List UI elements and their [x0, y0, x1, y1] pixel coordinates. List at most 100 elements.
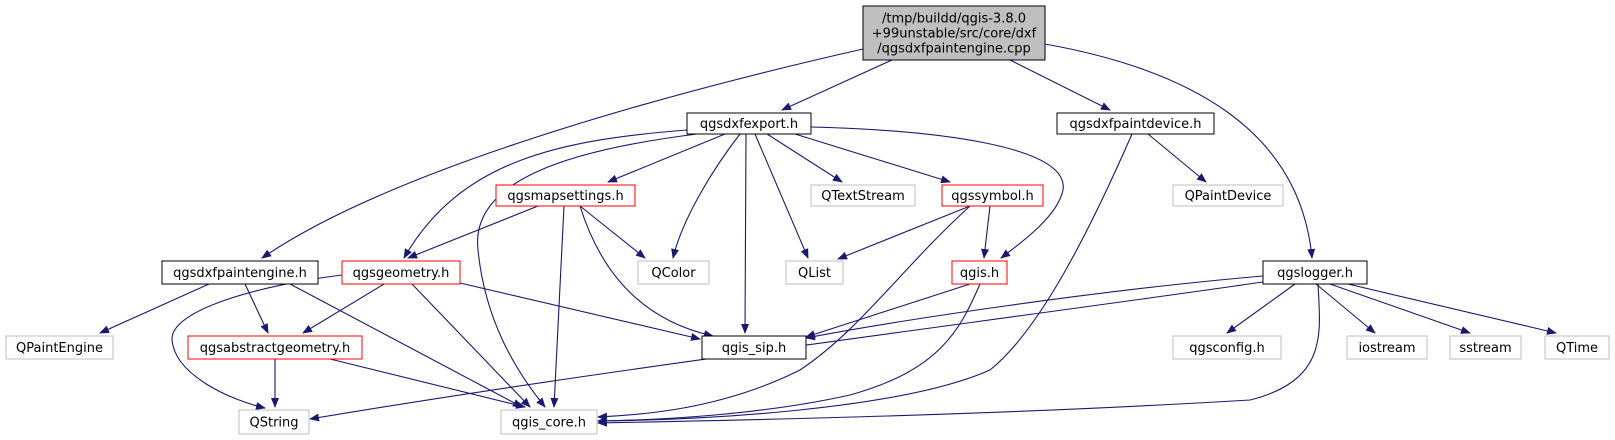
- node-mapsettings[interactable]: qgsmapsettings.h: [495, 184, 636, 207]
- node-label-qtextstream: QTextStream: [821, 189, 905, 204]
- edge-logger-to-qgiscore: [597, 283, 1320, 427]
- node-label-dxfpaintengine: qgsdxfpaintengine.h: [173, 266, 307, 281]
- edge-geometry-to-qstring: [171, 274, 343, 410]
- node-label-qpaintdevice: QPaintDevice: [1185, 189, 1272, 204]
- node-dxfpaintengine[interactable]: qgsdxfpaintengine.h: [161, 260, 319, 285]
- node-box-root: [862, 5, 1046, 61]
- node-label-root: /tmp/buildd/qgis-3.8.0+99unstable/src/co…: [872, 12, 1037, 57]
- node-label-abstractgeometry: qgsabstractgeometry.h: [200, 341, 350, 356]
- node-qgiscore: qgis_core.h: [500, 409, 598, 435]
- node-label-sstream: sstream: [1459, 341, 1511, 356]
- edge-symbol-to-qgiscore: [597, 205, 971, 421]
- edge-abstractgeometry-to-qgiscore: [329, 358, 526, 409]
- node-box-logger: [1262, 260, 1368, 285]
- node-label-symbol: qgssymbol.h: [951, 189, 1034, 204]
- edge-dxfexport-to-qlist: [754, 133, 809, 259]
- node-box-qgissip: [701, 335, 807, 360]
- edge-root-to-dxfpaintdevice: [1009, 59, 1111, 111]
- edge-logger-to-qtime: [1347, 283, 1557, 335]
- edge-dxfpaintdevice-to-qgiscore: [597, 133, 1133, 425]
- edge-dxfexport-to-qgiscore: [477, 133, 698, 408]
- edge-geometry-to-qgiscore: [411, 283, 531, 408]
- edge-logger-to-qgissip: [805, 275, 1264, 341]
- edges-layer: [99, 43, 1557, 427]
- node-box-qgis: [951, 260, 1008, 285]
- node-root[interactable]: /tmp/buildd/qgis-3.8.0+99unstable/src/co…: [862, 5, 1046, 61]
- node-dxfexport[interactable]: qgsdxfexport.h: [686, 112, 812, 135]
- node-label-qpaintengine: QPaintEngine: [16, 341, 103, 356]
- node-label-dxfpaintdevice: qgsdxfpaintdevice.h: [1069, 117, 1201, 132]
- edge-dxfexport-to-qgis: [810, 126, 1064, 259]
- edge-dxfpaintdevice-to-qpaintdevice: [1147, 133, 1207, 183]
- nodes-layer: /tmp/buildd/qgis-3.8.0+99unstable/src/co…: [5, 5, 1610, 435]
- node-sstream: sstream: [1449, 335, 1522, 360]
- edge-dxfexport-to-geometry: [403, 129, 688, 259]
- node-box-mapsettings: [495, 184, 636, 207]
- edge-qgis-to-qgiscore: [597, 283, 981, 425]
- node-label-qlist: QList: [798, 266, 831, 281]
- node-box-qpaintengine: [5, 335, 114, 360]
- node-qcolor: QColor: [637, 260, 710, 285]
- node-abstractgeometry[interactable]: qgsabstractgeometry.h: [187, 335, 363, 360]
- edge-root-to-dxfexport: [781, 59, 893, 111]
- edge-dxfexport-to-qcolor: [671, 133, 741, 259]
- node-qtime: QTime: [1544, 335, 1610, 360]
- node-box-qlist: [785, 260, 844, 285]
- node-qgsconfig: qgsconfig.h: [1172, 335, 1282, 360]
- edge-root-to-dxfpaintengine: [261, 48, 864, 259]
- node-label-qtime: QTime: [1556, 341, 1598, 356]
- node-geometry[interactable]: qgsgeometry.h: [341, 260, 461, 285]
- edge-mapsettings-to-geometry: [407, 205, 539, 259]
- node-qtextstream: QTextStream: [810, 184, 916, 207]
- node-box-geometry: [341, 260, 461, 285]
- node-iostream: iostream: [1346, 335, 1428, 360]
- edge-dxfexport-to-mapsettings: [607, 133, 726, 183]
- node-box-dxfpaintdevice: [1056, 112, 1215, 135]
- edge-root-to-logger: [1044, 43, 1316, 259]
- node-box-qtextstream: [810, 184, 916, 207]
- edge-logger-to-sstream: [1329, 283, 1471, 334]
- edge-mapsettings-to-qcolor: [579, 205, 646, 259]
- node-qstring: QString: [238, 409, 310, 435]
- node-dxfpaintdevice[interactable]: qgsdxfpaintdevice.h: [1056, 112, 1215, 135]
- edge-dxfexport-to-symbol: [794, 133, 951, 184]
- node-box-dxfexport: [686, 112, 812, 135]
- edge-qgis-to-qgissip: [805, 283, 971, 339]
- node-box-qgiscore: [500, 409, 598, 435]
- edge-dxfexport-to-qtextstream: [766, 133, 843, 183]
- node-box-qtime: [1544, 335, 1610, 360]
- node-qgis[interactable]: qgis.h: [951, 260, 1008, 285]
- node-label-qstring: QString: [249, 416, 298, 431]
- node-label-qgissip: qgis_sip.h: [722, 341, 786, 356]
- node-box-qgsconfig: [1172, 335, 1282, 360]
- node-label-qgis: qgis.h: [960, 266, 999, 281]
- node-box-abstractgeometry: [187, 335, 363, 360]
- edge-geometry-to-abstractgeometry: [302, 283, 385, 334]
- edge-symbol-to-qgis: [981, 205, 991, 259]
- node-box-qpaintdevice: [1172, 184, 1284, 207]
- edge-geometry-to-qgissip: [459, 282, 701, 341]
- node-symbol[interactable]: qgssymbol.h: [941, 184, 1044, 207]
- node-label-iostream: iostream: [1358, 341, 1415, 356]
- node-label-qgsconfig: qgsconfig.h: [1189, 341, 1264, 356]
- edge-dxfpaintengine-to-qgiscore: [289, 283, 523, 408]
- edge-logger-to-qgsconfig: [1226, 283, 1296, 334]
- edge-dxfpaintengine-to-qpaintengine: [99, 283, 210, 334]
- node-box-qcolor: [637, 260, 710, 285]
- node-label-qcolor: QColor: [651, 266, 696, 281]
- edge-symbol-to-qlist: [837, 205, 971, 260]
- edge-dxfpaintengine-to-abstractgeometry: [244, 283, 269, 334]
- node-box-qstring: [238, 409, 310, 435]
- edge-mapsettings-to-qgissip: [579, 205, 714, 338]
- node-box-sstream: [1449, 335, 1522, 360]
- node-qpaintengine: QPaintEngine: [5, 335, 114, 360]
- node-box-symbol: [941, 184, 1044, 207]
- node-box-iostream: [1346, 335, 1428, 360]
- node-label-dxfexport: qgsdxfexport.h: [700, 117, 798, 132]
- node-logger[interactable]: qgslogger.h: [1262, 260, 1368, 285]
- node-qgissip[interactable]: qgis_sip.h: [701, 335, 807, 360]
- node-label-qgiscore: qgis_core.h: [512, 416, 586, 431]
- node-label-geometry: qgsgeometry.h: [353, 266, 450, 281]
- node-label-mapsettings: qgsmapsettings.h: [507, 189, 623, 204]
